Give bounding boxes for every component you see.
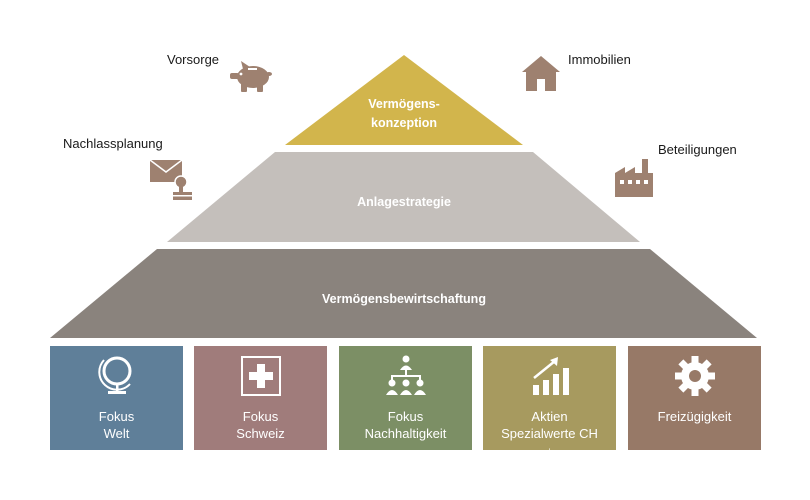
house-icon — [522, 56, 560, 91]
box-label-superscript: + — [547, 446, 552, 455]
tier-top-label-line2: konzeption — [371, 116, 437, 130]
box-label-line1: Aktien — [531, 409, 568, 424]
box-label-line2: Nachhaltigkeit — [364, 426, 447, 441]
people-hierarchy-icon — [385, 355, 426, 395]
piggy-bank-icon — [230, 61, 272, 92]
side-label-immobilien: Immobilien — [568, 52, 631, 67]
box-label-line1: Fokus — [98, 409, 135, 424]
side-label-nachlassplanung: Nachlassplanung — [63, 136, 163, 151]
side-label-beteiligungen: Beteiligungen — [658, 142, 737, 157]
box-label-line2: Schweiz — [236, 426, 285, 441]
box-label-line2: Welt — [103, 426, 130, 441]
pyramid-tier-bottom — [50, 249, 757, 338]
box-label-line1: Fokus — [387, 409, 424, 424]
box-freizuegigkeit: Freizügigkeit — [628, 346, 761, 450]
swiss-cross-icon — [240, 356, 281, 396]
globe-icon — [97, 356, 131, 394]
pyramid-tier-middle — [167, 152, 640, 242]
growth-chart-icon — [532, 357, 569, 395]
tier-top-label-line1: Vermögens- — [368, 97, 440, 111]
pyramid-tier-top — [285, 55, 523, 145]
box-label-line2: Spezialwerte CH — [501, 426, 598, 441]
side-label-vorsorge: Vorsorge — [167, 52, 220, 67]
tier-bottom-label: Vermögensbewirtschaftung — [322, 292, 486, 306]
pyramid-diagram: Vermögens- konzeption Anlagestrategie Ve… — [50, 55, 757, 338]
box-label-line1: Fokus — [242, 409, 279, 424]
factory-icon — [615, 159, 653, 197]
letter-stamp-icon — [149, 159, 192, 200]
box-label-line1: Freizügigkeit — [657, 409, 732, 424]
tier-middle-label: Anlagestrategie — [357, 195, 451, 209]
gear-icon — [674, 356, 715, 396]
